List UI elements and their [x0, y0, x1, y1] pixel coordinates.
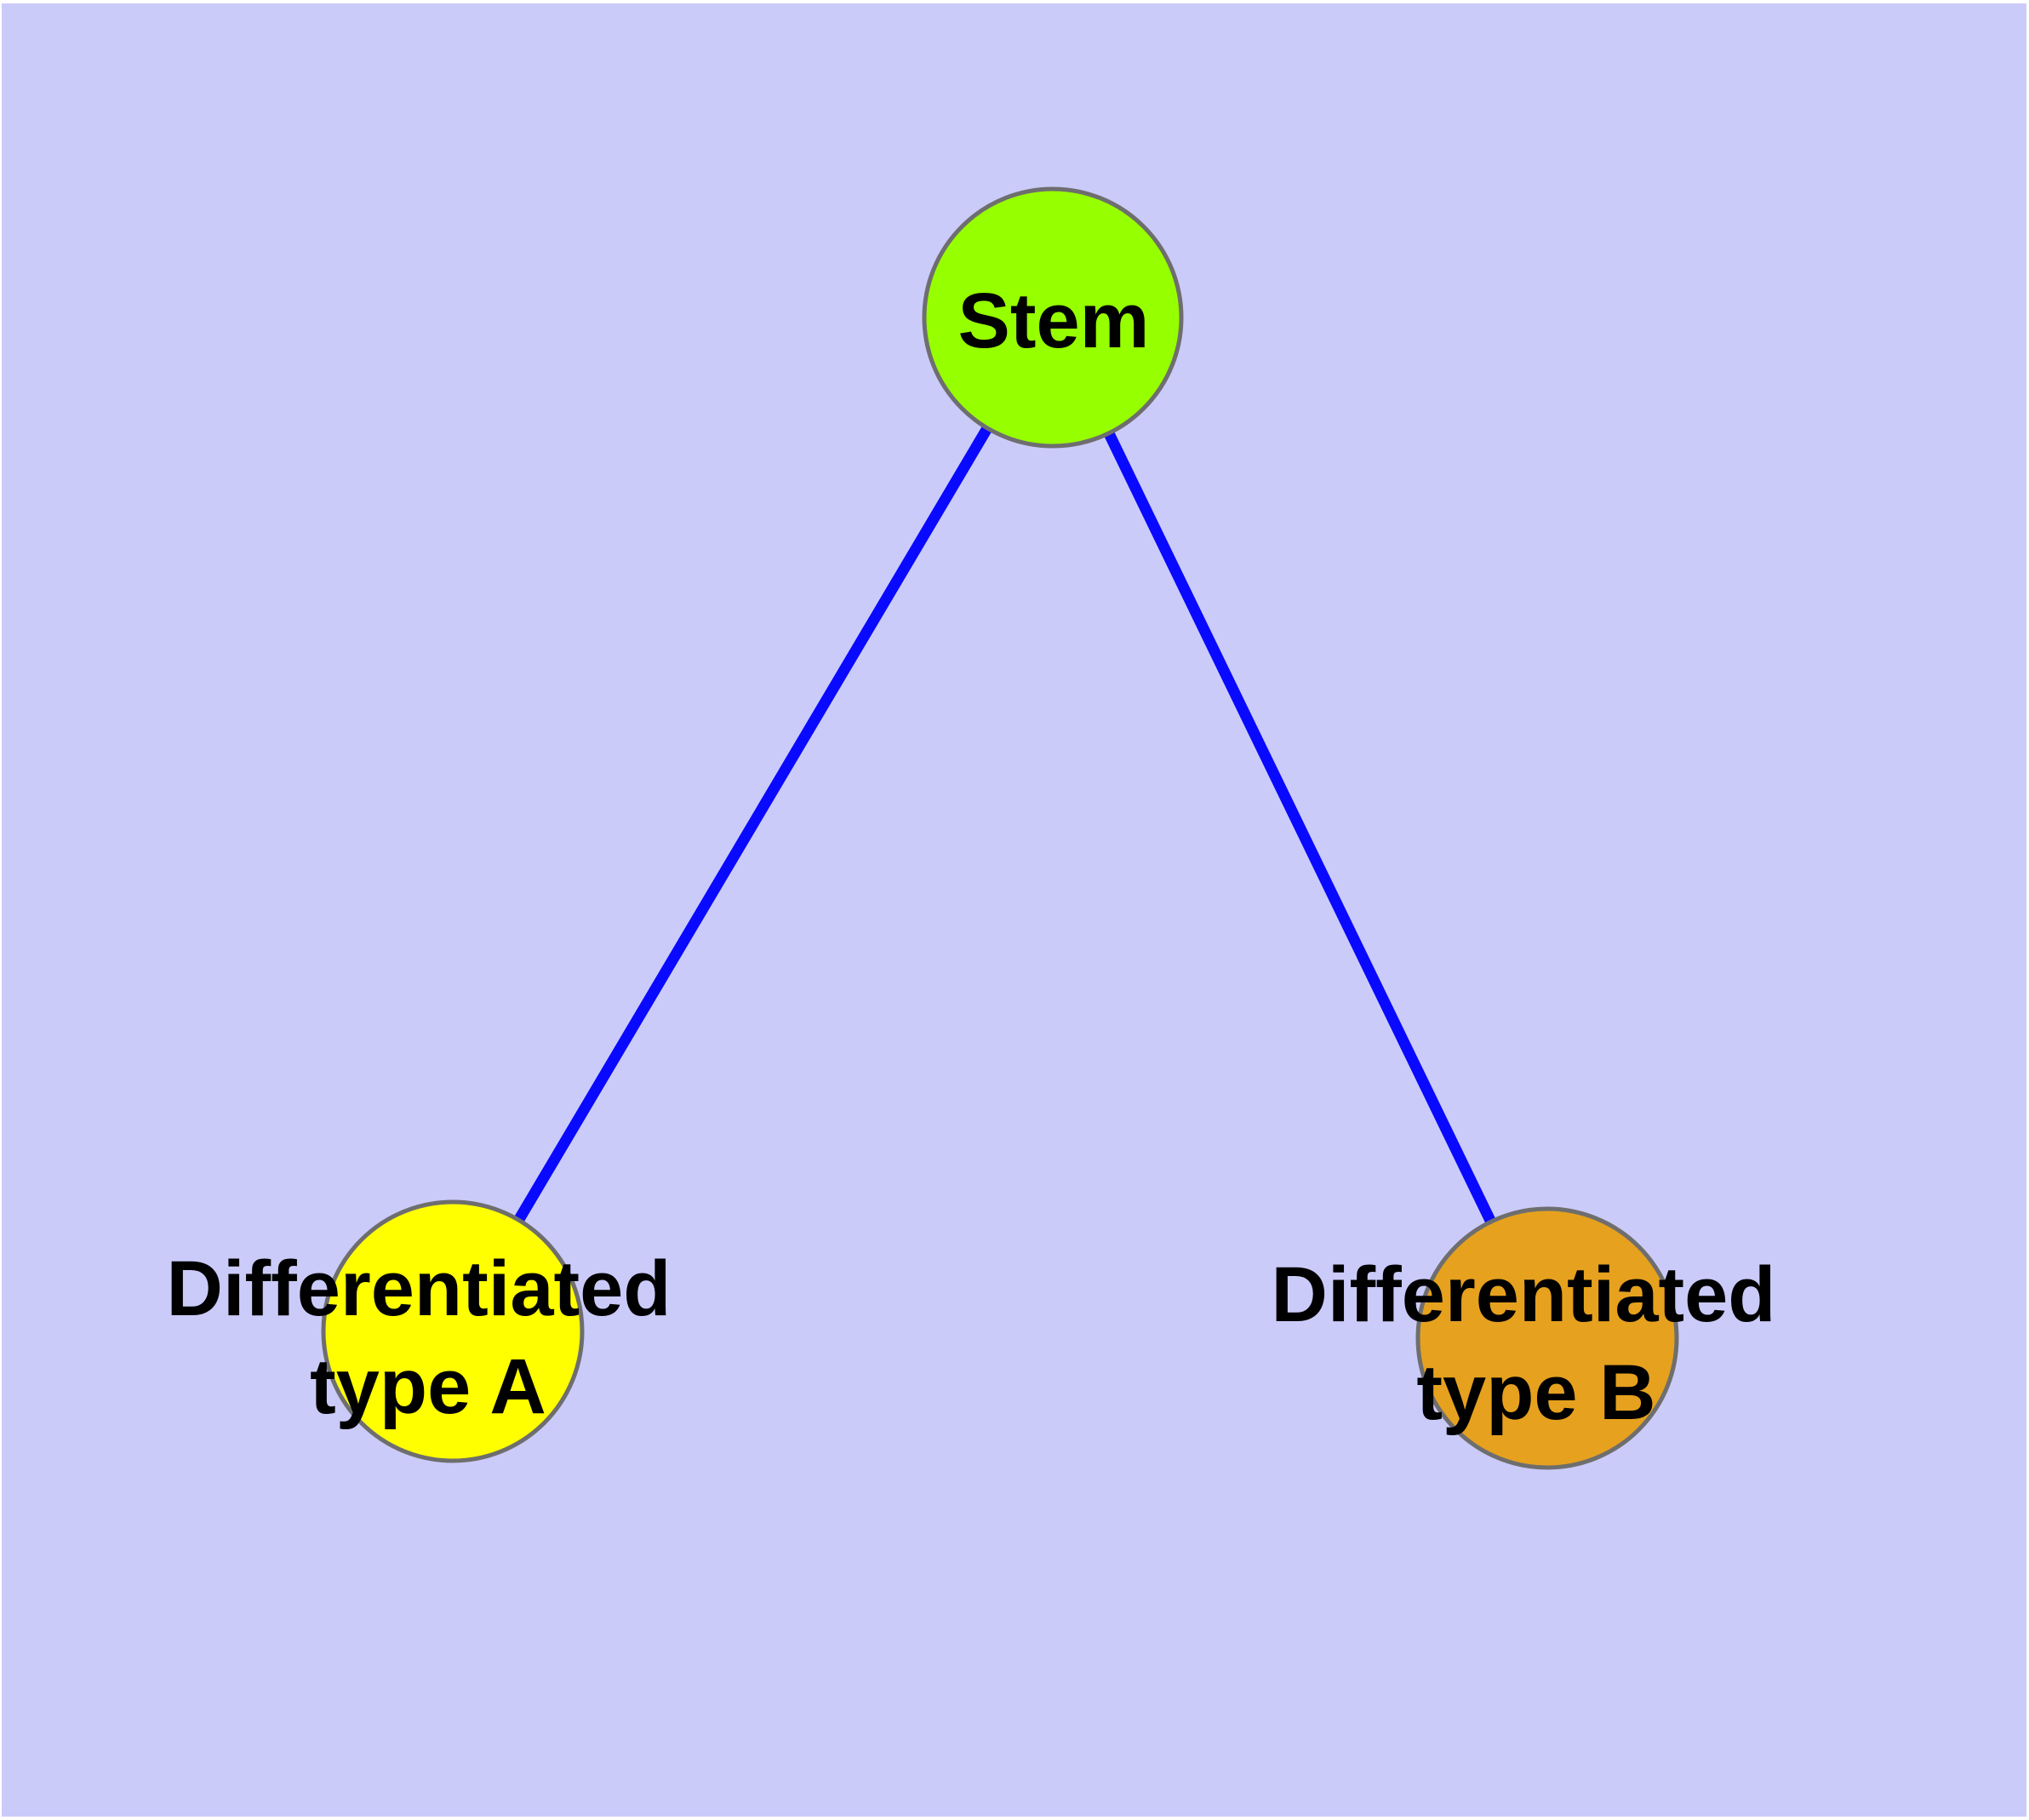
- type-a-label-line-2: type A: [310, 1343, 546, 1430]
- edge-stem-to-type-b: [1048, 315, 1552, 1341]
- edge-stem-to-type-a: [448, 314, 1058, 1335]
- type-a-node: [321, 1199, 585, 1463]
- type-b-node: [1415, 1206, 1679, 1470]
- stem-node: [922, 186, 1184, 449]
- type-b-label-line-2: type B: [1416, 1349, 1655, 1436]
- type-a-label-line-1: Differentiated: [167, 1245, 672, 1332]
- type-b-label-line-1: Differentiated: [1272, 1251, 1776, 1338]
- stem-node-label: Stem: [958, 278, 1150, 364]
